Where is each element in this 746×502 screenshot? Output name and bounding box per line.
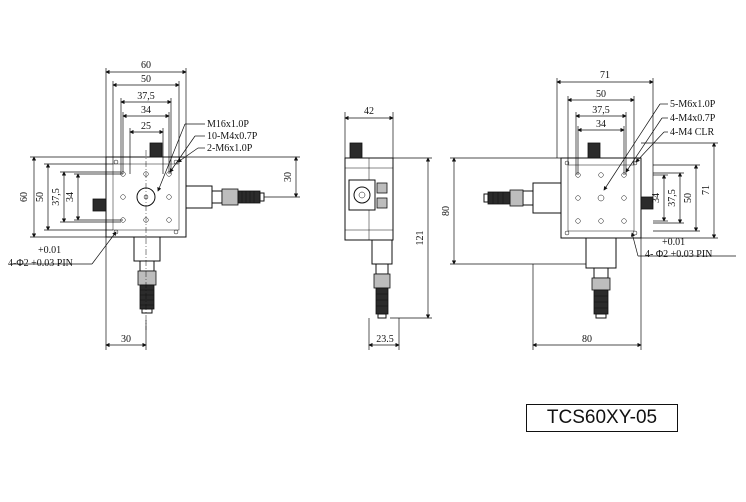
bottom-micrometer xyxy=(133,236,161,314)
right-mounting-holes xyxy=(564,160,638,236)
pin-spec: 4-Φ2 +0.03 PIN xyxy=(8,258,73,269)
dim-37-5-width-right: 37,5 xyxy=(592,105,610,116)
dim-30-bottom: 30 xyxy=(121,334,131,345)
dim-25-width: 25 xyxy=(141,121,151,132)
dim-121: 121 xyxy=(415,231,426,246)
callout-m16: M16x1.0P xyxy=(207,119,249,130)
callout-m6: 2-M6x1.0P xyxy=(207,143,253,154)
callout-m6-right: 5-M6x1.0P xyxy=(670,99,716,110)
pin-tolerance: +0.01 xyxy=(38,245,61,256)
dim-50-width: 50 xyxy=(141,74,151,85)
dim-37-5-width: 37,5 xyxy=(137,91,155,102)
dim-60-height: 60 xyxy=(19,192,30,202)
dim-50-width-right: 50 xyxy=(596,89,606,100)
dim-71-width: 71 xyxy=(600,70,610,81)
pin-spec-right: 4- Φ2 +0.03 PIN xyxy=(645,249,712,260)
dim-37-5-height-right: 37,5 xyxy=(667,189,678,207)
model-title: TCS60XY-05 xyxy=(526,404,678,432)
side-view: 42 121 23.5 xyxy=(344,106,432,350)
dim-50-height: 50 xyxy=(35,192,46,202)
left-clamp-knob xyxy=(92,198,107,212)
front-view: 60 50 37,5 34 25 60 50 37,5 34 30 3 xyxy=(8,60,300,350)
dim-34-height: 34 xyxy=(65,192,76,202)
callout-m4-right: 4-M4x0.7P xyxy=(670,113,716,124)
callout-m4clr-right: 4-M4 CLR xyxy=(670,127,715,138)
right-micrometer xyxy=(185,185,265,209)
pin-tolerance-right: +0.01 xyxy=(662,237,685,248)
callout-m4: 10-M4x0.7P xyxy=(207,131,258,142)
dim-23-5: 23.5 xyxy=(376,334,394,345)
top-clamp-knob xyxy=(149,142,163,158)
dim-71-height: 71 xyxy=(701,185,712,195)
dim-80-height: 80 xyxy=(441,206,452,216)
dim-50-height-right: 50 xyxy=(683,193,694,203)
dim-80-bottom: 80 xyxy=(582,334,592,345)
dim-60-width: 60 xyxy=(141,60,151,71)
dim-34-height-right: 34 xyxy=(651,193,662,203)
dim-37-5-height: 37,5 xyxy=(51,188,62,206)
dim-34-width: 34 xyxy=(141,105,151,116)
dim-42: 42 xyxy=(364,106,374,117)
dim-34-width-right: 34 xyxy=(596,119,606,130)
right-plate xyxy=(560,157,642,239)
dim-30-right: 30 xyxy=(283,172,294,182)
right-view: 71 50 37,5 34 80 71 50 37,5 34 80 5 xyxy=(441,70,736,350)
